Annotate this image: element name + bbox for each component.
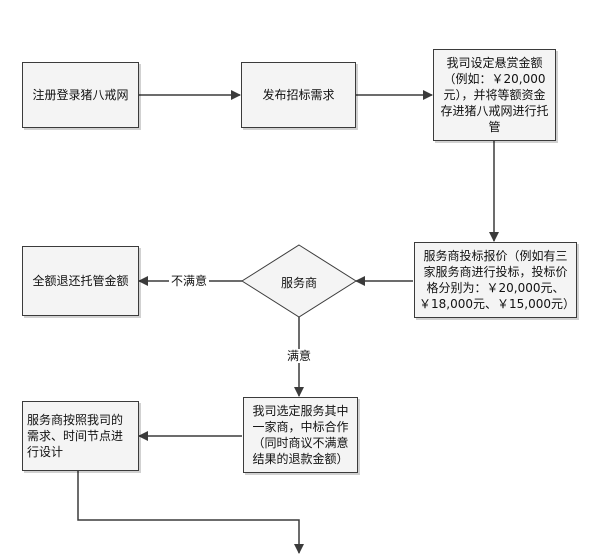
node-bids: 服务商投标报价（例如有三家服务商进行投标，投标价格分别为：￥20,000元、￥1… <box>414 242 577 318</box>
node-set-reward: 我司设定悬赏金额（例如：￥20,000元），并将等额资金存进猪八戒网进行托管 <box>433 49 556 141</box>
edge-label-satisfied: 满意 <box>285 349 314 363</box>
node-register: 注册登录猪八戒网 <box>22 62 139 128</box>
node-design: 服务商按照我司的需求、时间节点进行设计 <box>22 401 139 471</box>
node-refund: 全额退还托管金额 <box>22 246 139 316</box>
edge-design-to-next <box>77 471 304 554</box>
edge-label-not-satisfied: 不满意 <box>169 274 210 288</box>
node-publish: 发布招标需求 <box>241 62 356 128</box>
decision-diamond <box>241 244 357 318</box>
decision-label: 服务商 <box>281 276 318 290</box>
node-select: 我司选定服务其中一家商，中标合作（同时商议不满意结果的退款金额） <box>243 397 358 473</box>
